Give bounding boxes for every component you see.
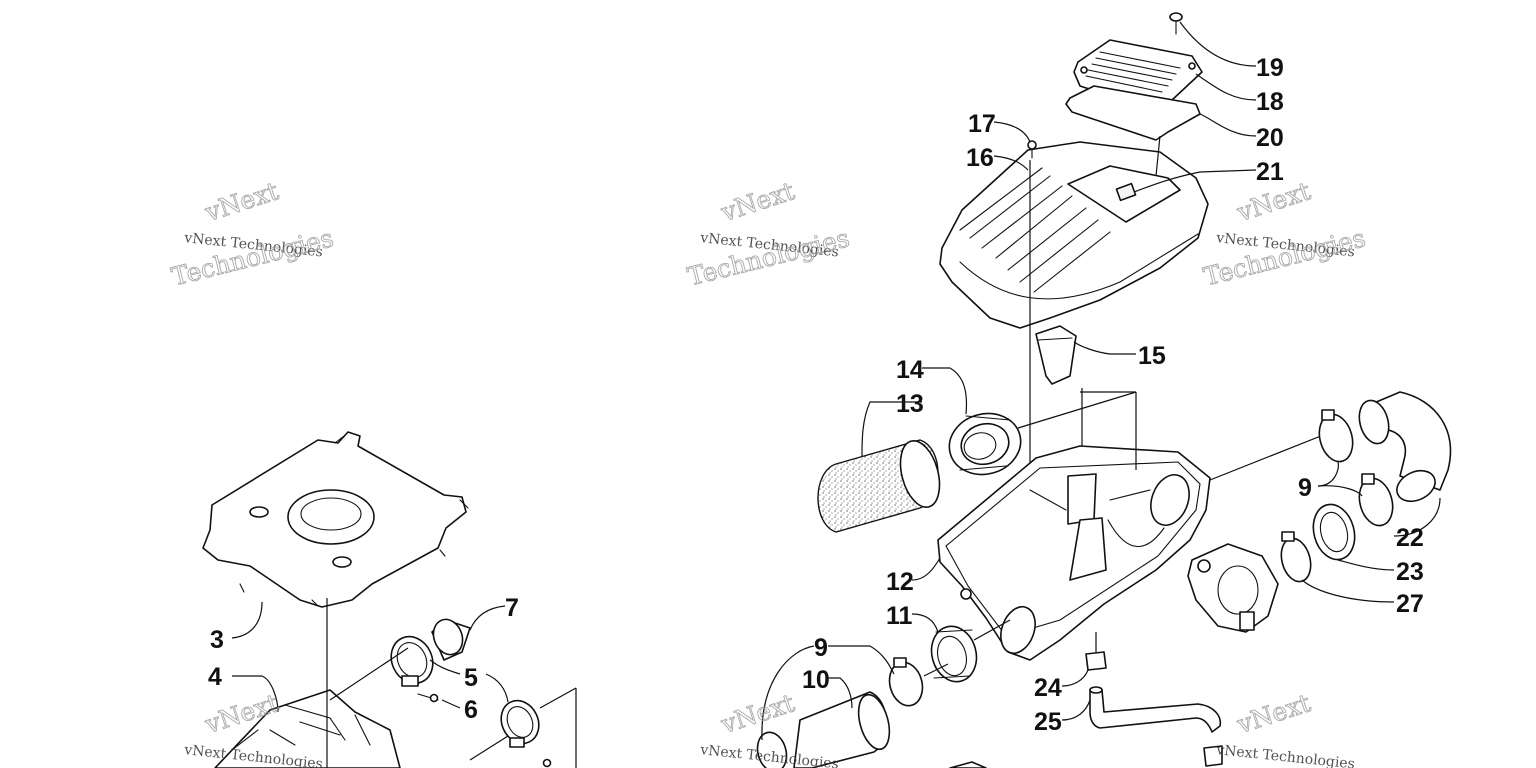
callout-11: 11 bbox=[886, 602, 913, 630]
callout-6: 6 bbox=[464, 696, 478, 724]
throttle-body bbox=[1187, 543, 1279, 633]
svg-text:vNext Technologies: vNext Technologies bbox=[1215, 742, 1356, 768]
callout-23: 23 bbox=[1396, 558, 1424, 586]
part-4-airbox bbox=[214, 689, 401, 768]
part-3-plate bbox=[202, 431, 469, 608]
callout-14: 14 bbox=[896, 356, 924, 384]
watermark-2: vNext Technologies vNext Technologies bbox=[684, 176, 852, 292]
svg-text:vNext: vNext bbox=[717, 176, 798, 227]
callout-17: 17 bbox=[968, 110, 996, 138]
part-12-airbox-base bbox=[937, 445, 1211, 661]
svg-text:vNext: vNext bbox=[717, 688, 798, 739]
part-24-clamp bbox=[1085, 632, 1107, 671]
watermark-6: vNext Technologies vNext bbox=[1215, 688, 1356, 768]
callout-20: 20 bbox=[1256, 124, 1284, 152]
part-22-elbow bbox=[1358, 391, 1452, 503]
part-6-screw bbox=[417, 693, 552, 768]
callout-19: 19 bbox=[1256, 54, 1284, 82]
callout-16: 16 bbox=[966, 144, 994, 172]
part-25-hose bbox=[1089, 686, 1223, 767]
callout-15: 15 bbox=[1138, 342, 1166, 370]
part-15-foam bbox=[1035, 325, 1077, 385]
callout-18: 18 bbox=[1256, 88, 1284, 116]
callout-22: 22 bbox=[1396, 524, 1424, 552]
part-9-clamp-left bbox=[756, 657, 924, 768]
watermark-1: vNext Technologies vNext Technologies bbox=[168, 176, 336, 292]
part-11-boot bbox=[930, 625, 978, 683]
callout-labels: 3 4 5 6 7 9 9 10 11 12 13 14 15 16 17 18… bbox=[208, 54, 1424, 736]
callout-25: 25 bbox=[1034, 708, 1062, 736]
part-14-adapter bbox=[948, 412, 1022, 476]
part-7-sleeve bbox=[431, 618, 471, 661]
callout-24: 24 bbox=[1034, 674, 1062, 702]
part-19-screw bbox=[1169, 12, 1183, 35]
callout-4: 4 bbox=[208, 663, 222, 691]
part-5-clamp-lower bbox=[500, 699, 540, 748]
svg-text:vNext: vNext bbox=[1233, 688, 1314, 739]
part-27-clamp bbox=[1280, 531, 1312, 583]
right-assembly bbox=[756, 12, 1452, 768]
callout-7: 7 bbox=[505, 594, 519, 622]
part-9-clamp-right bbox=[1318, 409, 1394, 527]
part-10-filter bbox=[793, 691, 891, 768]
callout-3: 3 bbox=[210, 626, 224, 654]
part-17-screw bbox=[1027, 140, 1037, 159]
callout-27: 27 bbox=[1396, 590, 1424, 618]
callout-21: 21 bbox=[1256, 158, 1284, 186]
part-13-filter bbox=[817, 439, 941, 533]
callout-12: 12 bbox=[886, 568, 914, 596]
svg-text:vNext: vNext bbox=[201, 176, 282, 227]
part-5-clamp-upper bbox=[390, 635, 434, 687]
part-23-boot bbox=[1312, 503, 1356, 561]
left-assembly bbox=[202, 431, 577, 768]
callout-9-left: 9 bbox=[814, 634, 828, 662]
callout-5: 5 bbox=[464, 664, 478, 692]
part-20-gasket bbox=[1065, 85, 1201, 141]
part-16-lid bbox=[939, 141, 1209, 329]
callout-13: 13 bbox=[896, 390, 924, 418]
callout-10: 10 bbox=[802, 666, 830, 694]
callout-9-right: 9 bbox=[1298, 474, 1312, 502]
watermark-3: vNext Technologies vNext Technologies bbox=[1200, 176, 1368, 292]
